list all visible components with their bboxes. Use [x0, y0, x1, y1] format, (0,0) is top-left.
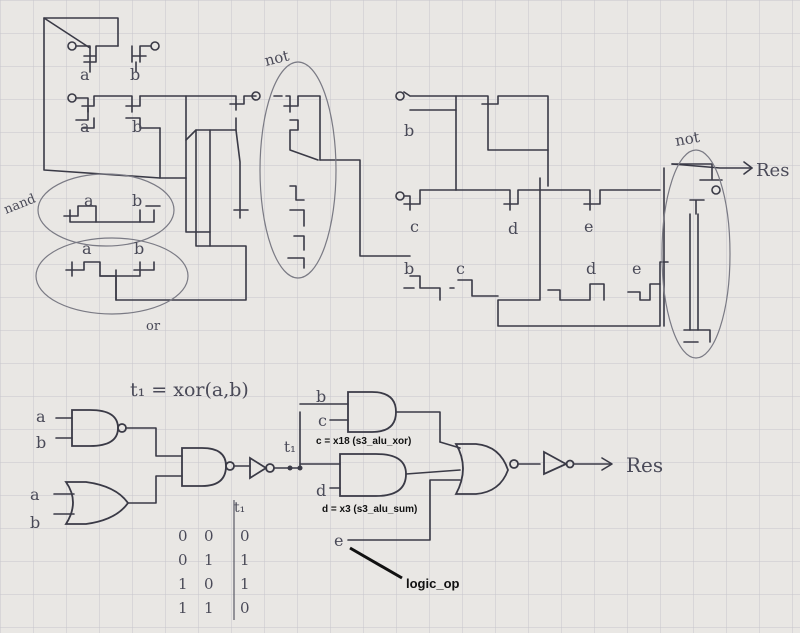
label-b-3: b: [132, 191, 142, 210]
or-pulldown: [65, 261, 155, 301]
annotation-logic-op: logic_op: [406, 576, 460, 591]
label-t1-wire: t₁: [284, 438, 296, 456]
truth-table-cell: 0: [240, 527, 250, 545]
label-b-4: b: [134, 239, 144, 258]
pmos-row2: [67, 93, 161, 129]
transistor-output-block: [395, 91, 753, 359]
label-c-2: c: [456, 259, 465, 278]
not-outline-right: [661, 149, 731, 359]
logic-op-pointer: [349, 546, 403, 580]
gate-schematic: [53, 391, 613, 620]
label-e-gate: e: [334, 531, 343, 550]
label-e-2: e: [632, 259, 641, 278]
pmos-b-top: [131, 41, 160, 63]
nor-gate: [439, 441, 541, 495]
or-outline: [35, 237, 189, 315]
label-d-gate: d: [316, 481, 326, 500]
label-b-nand: b: [36, 433, 46, 452]
label-res-bottom: Res: [626, 453, 663, 477]
truth-table-cell: 0: [204, 575, 214, 593]
label-e-1: e: [584, 217, 593, 236]
label-a-3: a: [84, 191, 94, 210]
label-b-gate: b: [316, 387, 326, 406]
and-gate-xor: [181, 447, 251, 487]
nand-outline: [37, 173, 175, 247]
not-outline-left: [259, 61, 337, 279]
label-c-gate: c: [318, 411, 327, 430]
label-d-1: d: [508, 219, 518, 238]
labels: a b a b a b a b nand or not b c d e b c …: [2, 46, 790, 591]
truth-table-cell: 1: [178, 599, 188, 617]
annotation-d: d = x3 (s3_alu_sum): [322, 504, 417, 515]
or-gate: [53, 475, 183, 525]
truth-table: 0 0 0 0 1 1 1 0 1 1 1 0: [178, 527, 250, 617]
label-a-1: a: [80, 65, 90, 84]
truth-table-cell: 0: [178, 527, 188, 545]
and-gate-tde: [299, 453, 461, 541]
label-b-2: b: [132, 117, 142, 136]
annotation-c: c = x18 (s3_alu_xor): [316, 436, 411, 447]
label-a-2: a: [80, 117, 90, 136]
label-a-or: a: [30, 485, 40, 504]
nand-gate: [55, 409, 183, 457]
transistor-xor-block: [35, 17, 411, 315]
label-xor-definition: t₁ = xor(a,b): [130, 379, 249, 401]
inverter-t1: [249, 411, 303, 480]
truth-table-cell: 1: [178, 575, 188, 593]
not-right: [663, 161, 753, 343]
truth-table-cell: 1: [240, 575, 250, 593]
label-b-6: b: [404, 259, 414, 278]
label-a-4: a: [82, 239, 92, 258]
truth-table-cell: 1: [240, 551, 250, 569]
label-b-or: b: [30, 513, 40, 532]
truth-table-cell: 1: [204, 599, 214, 617]
and-gate-bc: [299, 391, 441, 443]
label-c-1: c: [410, 217, 419, 236]
label-or: or: [146, 319, 161, 334]
label-not-right: not: [674, 128, 701, 150]
nand-pulldown: [63, 205, 161, 223]
label-not-left: not: [263, 46, 291, 69]
not-left: [273, 95, 411, 269]
truth-table-header-t1: t₁: [234, 500, 245, 516]
label-res-top: Res: [756, 160, 789, 181]
label-b-5: b: [404, 121, 414, 140]
not-gate-out: [543, 450, 613, 476]
truth-table-cell: 0: [204, 527, 214, 545]
label-a-nand: a: [36, 407, 46, 426]
truth-table-cell: 1: [204, 551, 214, 569]
label-d-2: d: [586, 259, 596, 278]
truth-table-cell: 0: [240, 599, 250, 617]
truth-table-cell: 0: [178, 551, 188, 569]
label-b-1: b: [130, 65, 140, 84]
